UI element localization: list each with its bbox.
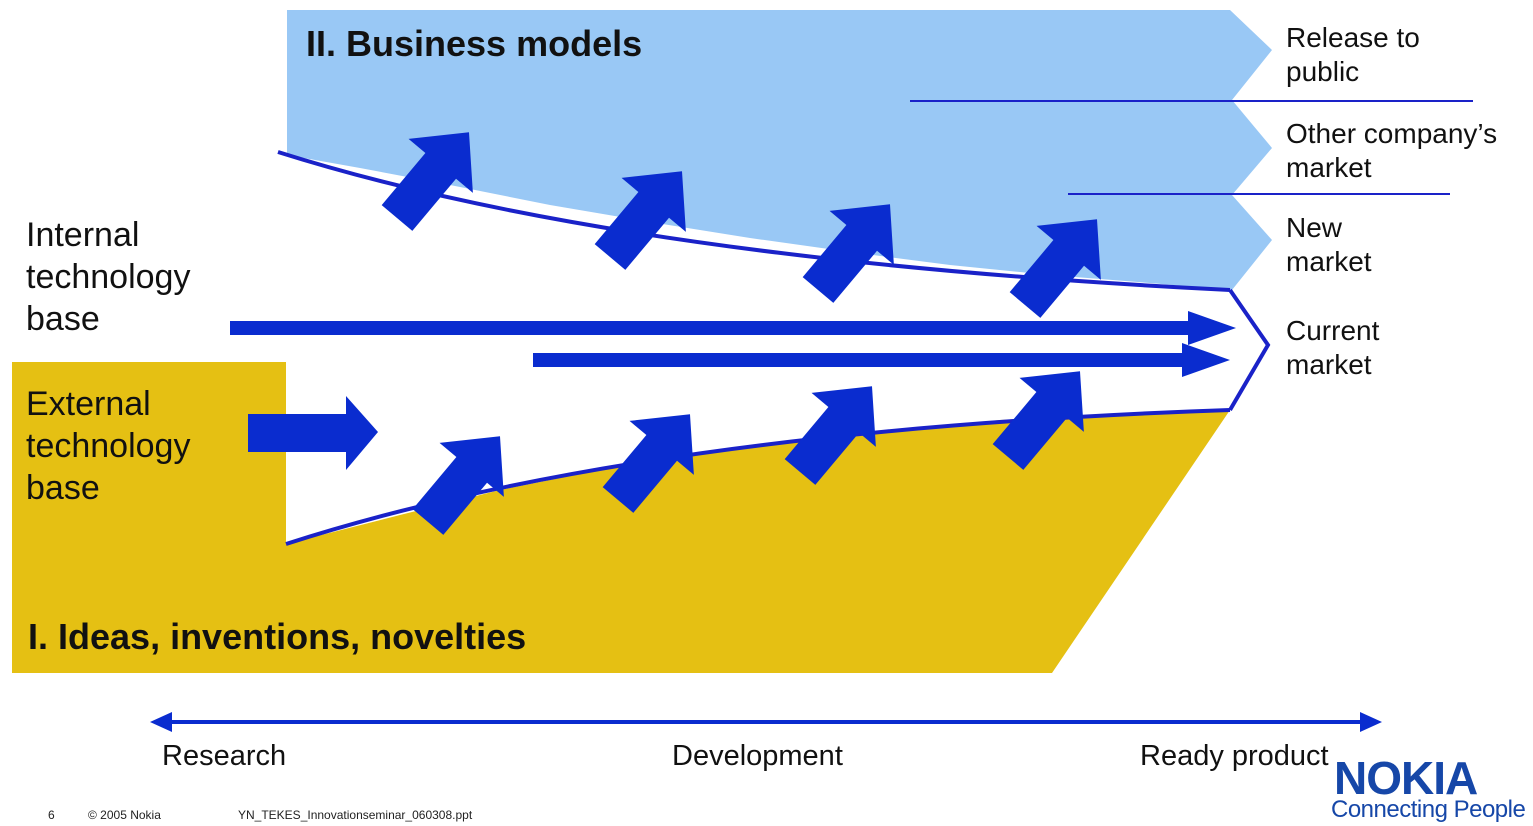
footer-filename: YN_TEKES_Innovationseminar_060308.ppt (238, 808, 473, 822)
nokia-logo-icon: NOKIA (1334, 752, 1478, 804)
external-line-3: base (26, 469, 100, 507)
nokia-tagline: Connecting People (1331, 796, 1526, 823)
ideas-area (12, 362, 1230, 673)
footer-page-number: 6 (48, 808, 55, 822)
new-market-label: New market (1286, 211, 1372, 279)
release-line-1: Release to (1286, 22, 1420, 53)
internal-line-3: base (26, 300, 100, 338)
footer-copyright: © 2005 Nokia (88, 808, 161, 822)
current-line-2: market (1286, 349, 1372, 380)
research-label: Research (162, 740, 287, 772)
other-line-2: market (1286, 152, 1372, 183)
other-line-1: Other company’s (1286, 118, 1498, 149)
ideas-title: I. Ideas, inventions, novelties (28, 616, 527, 657)
secondary-tech-arrow (533, 343, 1230, 377)
funnel-tip (1228, 288, 1271, 412)
internal-tech-arrow (230, 311, 1236, 345)
external-tech-arrow (248, 396, 378, 470)
new-line-2: market (1286, 246, 1372, 277)
business-models-area (287, 10, 1272, 290)
external-tech-label: External technology base (26, 383, 190, 509)
internal-tech-label: Internal technology base (26, 214, 190, 340)
internal-line-2: technology (26, 258, 191, 296)
external-line-2: technology (26, 427, 191, 465)
release-to-public-label: Release to public (1286, 21, 1420, 89)
current-line-1: Current (1286, 315, 1380, 346)
other-company-market-label: Other company’s market (1286, 117, 1497, 185)
timeline-arrow (150, 712, 1382, 732)
new-line-1: New (1286, 212, 1343, 243)
external-line-1: External (26, 385, 151, 423)
development-label: Development (672, 740, 843, 772)
ready-product-label: Ready product (1140, 740, 1329, 772)
business-models-title: II. Business models (306, 23, 643, 64)
release-line-2: public (1286, 56, 1360, 87)
internal-line-1: Internal (26, 216, 140, 254)
current-market-label: Current market (1286, 314, 1379, 382)
